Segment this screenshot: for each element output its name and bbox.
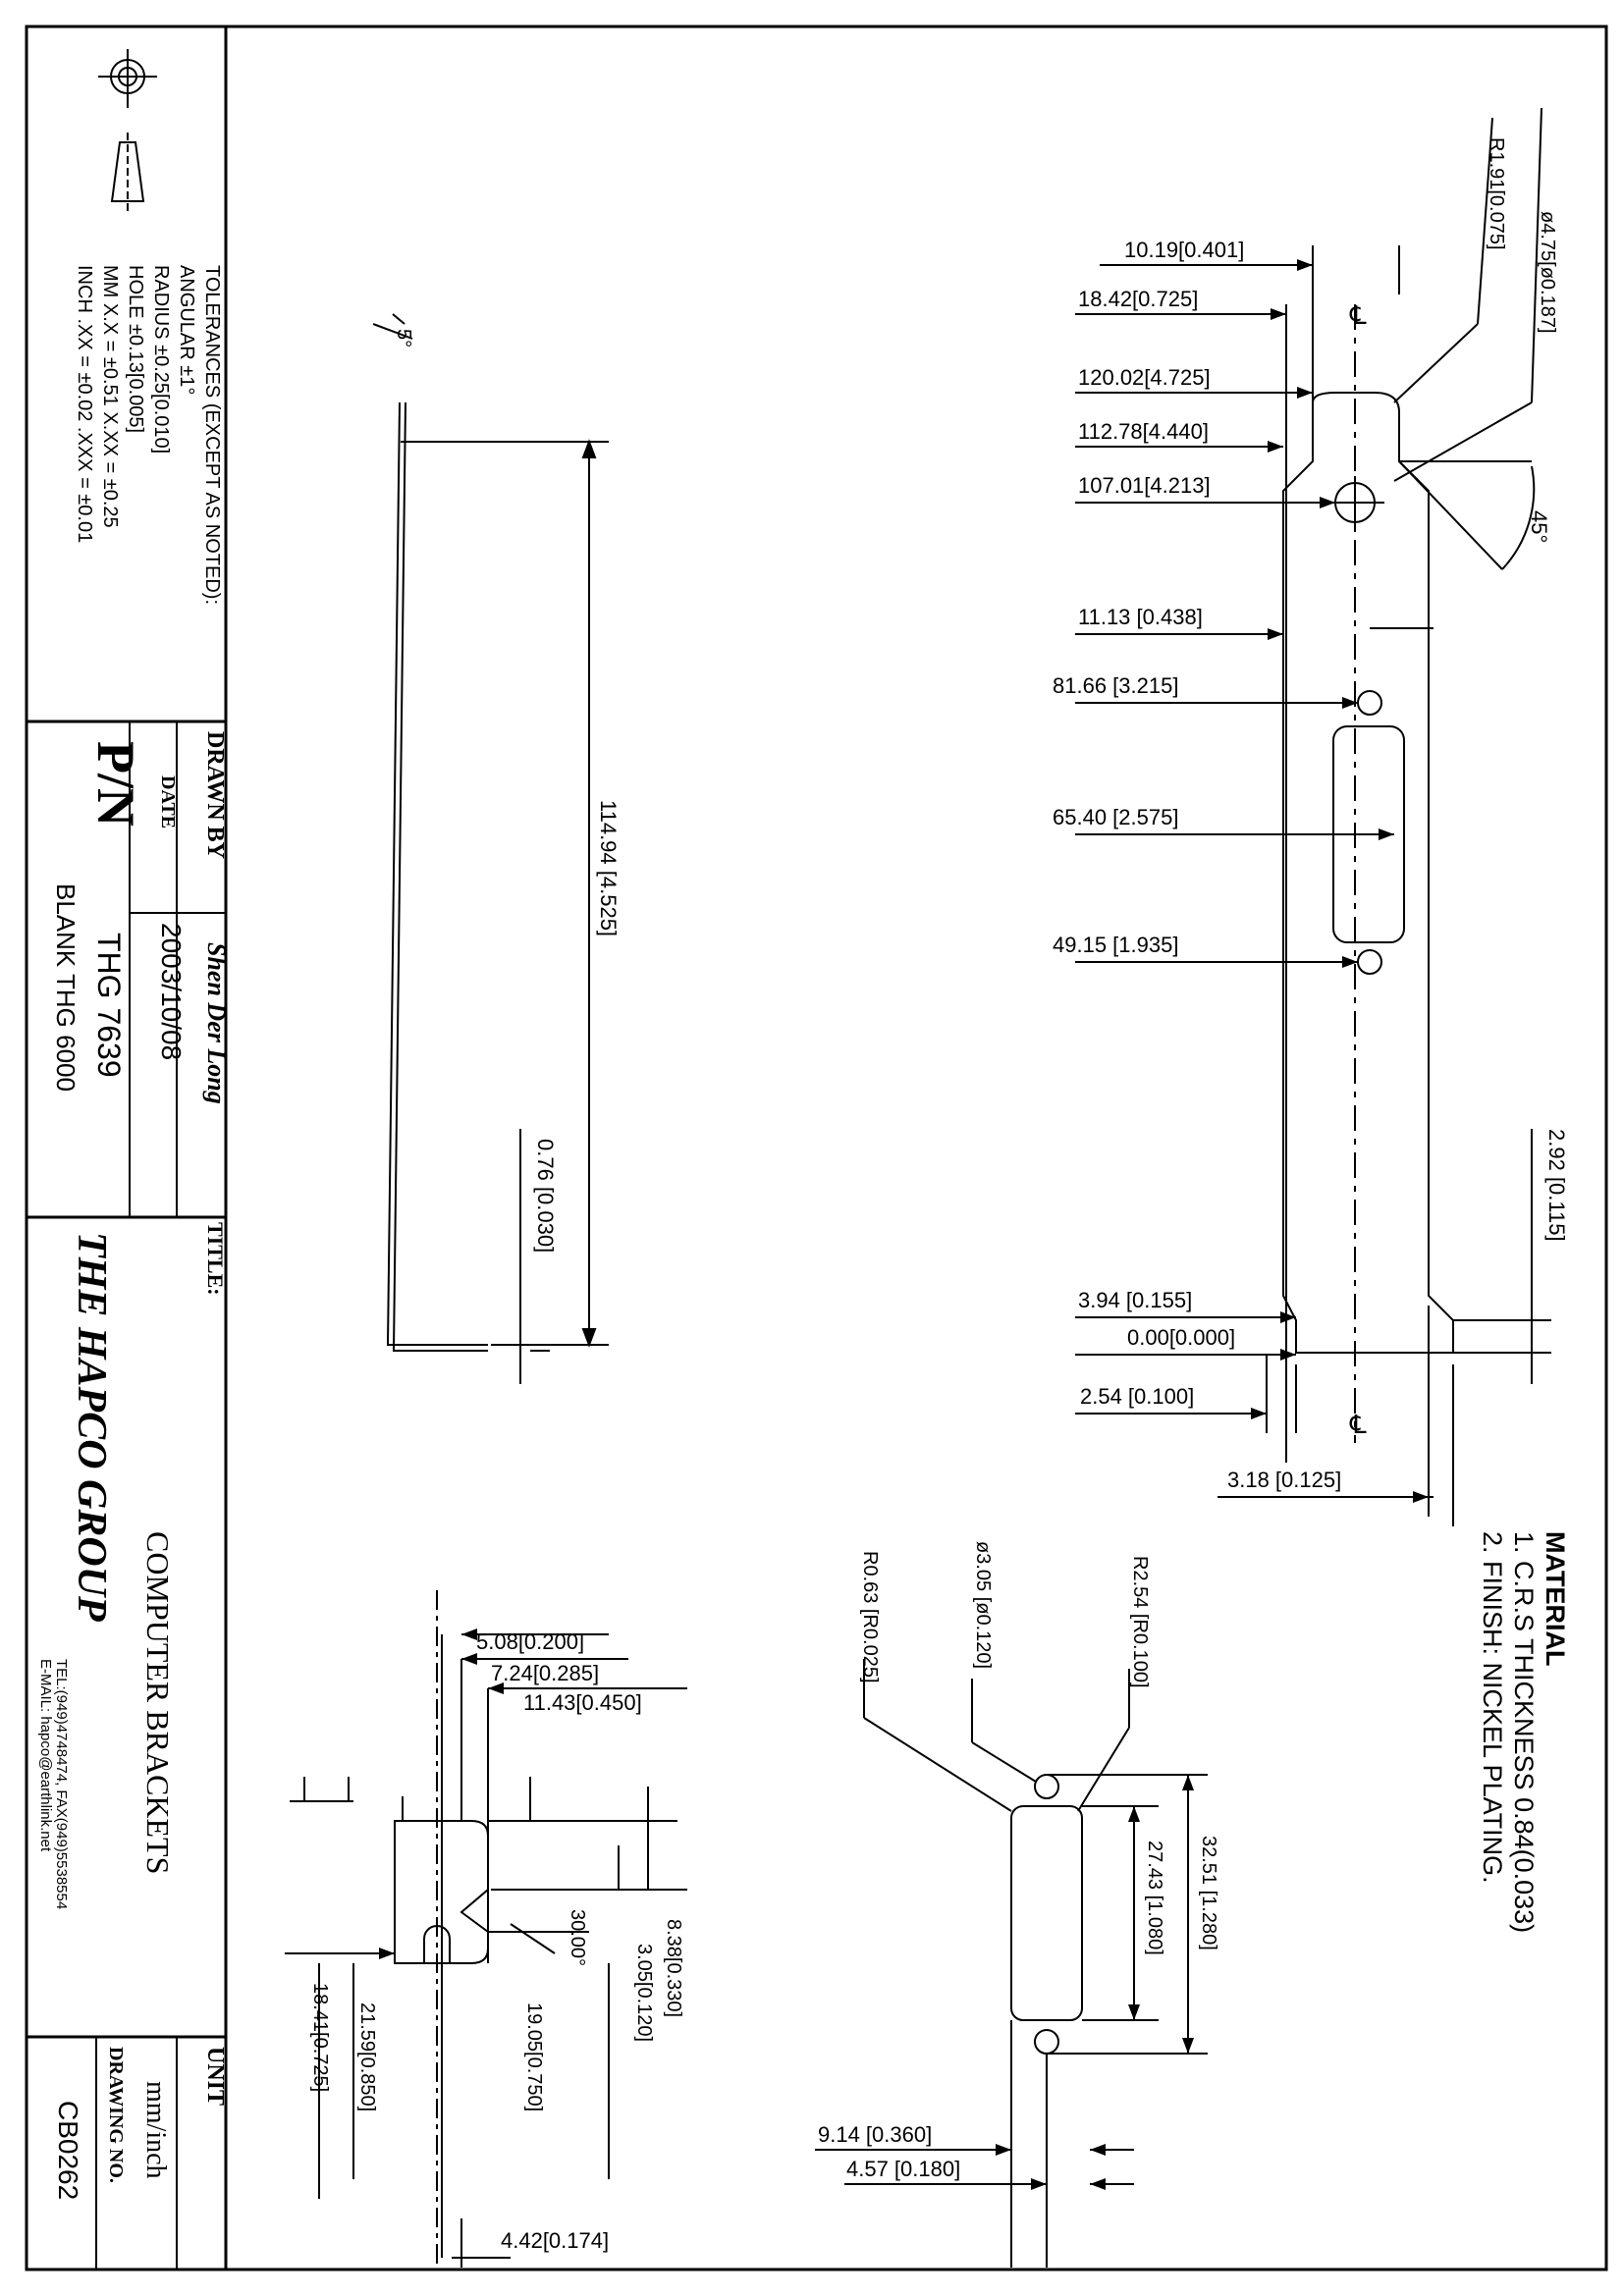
company-contact: TEL:(949)4748474, FAX(949)5538554: [53, 1659, 70, 1909]
projection-symbol-icon: [98, 49, 157, 211]
pn-row: P/N THG 7639: [86, 741, 145, 1078]
blank-row: BLANK THG 6000: [51, 883, 81, 1092]
material-note-2: 2. FINISH: NICKEL PLATING.: [1478, 1531, 1507, 1884]
detail-top-dim-1: 5.08[0.200]: [476, 1629, 584, 1654]
company-email: E-MAIL: hapco@earthlink.net: [37, 1659, 54, 1852]
tolerance-line-2: RADIUS ±0.25[0.010]: [150, 265, 172, 454]
drawn-by-label: DRAWN BY: [202, 731, 228, 859]
dim-18-42: 18.42[0.725]: [1078, 287, 1198, 311]
detail-view-arrows: [379, 1629, 504, 1959]
dim-120-02: 120.02[4.725]: [1078, 365, 1211, 390]
slot-right-dim-1: 27.43 [1.080]: [1144, 1841, 1165, 1955]
pn-value: THG 7639: [91, 933, 127, 1078]
material-note-1: 1. C.R.S THICKNESS 0.84(0.033): [1509, 1531, 1539, 1933]
tolerance-line-4: MM X.X = ±0.51 X.XX = ±0.25: [99, 265, 121, 528]
unit-value: mm/inch: [140, 2081, 171, 2179]
company-row: THE HAPCO GROUP: [69, 1232, 114, 1622]
detail-bottom-dim-4: 4.42[0.174]: [501, 2228, 609, 2253]
dim-81-66: 81.66 [3.215]: [1053, 673, 1178, 698]
slot-right-dim-2: 32.51 [1.280]: [1198, 1836, 1219, 1950]
detail-top-dim-3: 11.43[0.450]: [523, 1690, 642, 1715]
title-row: TITLE:: [203, 1222, 228, 1296]
title-label: TITLE:: [203, 1222, 228, 1296]
dim-2-54: 2.54 [0.100]: [1080, 1384, 1194, 1409]
pn-label: P/N: [86, 741, 145, 827]
detail-bottom-dim-1: 18.41[0.725]: [309, 1983, 331, 2092]
dim-0-00: 0.00[0.000]: [1127, 1325, 1235, 1350]
tolerance-block: TOLERANCES (EXCEPT AS NOTED): ANGULAR ±1…: [74, 265, 223, 605]
detail-side-dim-2: 3.05[0.120]: [633, 1944, 655, 2042]
drawing-no-value: CB0262: [53, 2101, 83, 2200]
drawn-by-value: Shen Der Long: [202, 942, 231, 1104]
top-diameter-label: ø4.75[ø0.187]: [1537, 211, 1558, 334]
svg-text:℄: ℄: [1349, 300, 1367, 330]
side-thickness-label: 0.76 [0.030]: [533, 1139, 558, 1253]
date-row: DATE 2003/10/08: [156, 775, 187, 1060]
slot-label-3: R2.54 [R0.100]: [1129, 1556, 1151, 1688]
unit-row: UNIT: [202, 2047, 228, 2106]
material-heading: MATERIAL: [1541, 1531, 1570, 1666]
contact-row: TEL:(949)4748474, FAX(949)5538554: [53, 1659, 70, 1909]
side-angle-label: 5°: [393, 329, 414, 347]
date-label: DATE: [157, 775, 179, 828]
top-radius-label: R1.91[0.075]: [1486, 137, 1507, 250]
dim-65-40: 65.40 [2.575]: [1053, 805, 1178, 829]
dim-3-18: 3.18 [0.125]: [1227, 1468, 1341, 1492]
detail-bottom-dim-2: 21.59[0.850]: [356, 2002, 378, 2111]
detail-side-dim-3: 30.00°: [567, 1909, 588, 1966]
top-view: ℄ ℄: [1075, 107, 1551, 1526]
slot-view: [815, 1659, 1208, 2268]
email-row: E-MAIL: hapco@earthlink.net: [37, 1659, 54, 1852]
side-length-label: 114.94 [4.525]: [596, 800, 621, 936]
dim-107-01: 107.01[4.213]: [1078, 473, 1211, 498]
blank-value: BLANK THG 6000: [51, 883, 81, 1092]
dim-3-94: 3.94 [0.155]: [1078, 1288, 1192, 1312]
date-value: 2003/10/08: [156, 923, 187, 1060]
slot-view-arrows: [996, 1775, 1194, 2190]
slot-bottom-dim-1: 9.14 [0.360]: [818, 2122, 932, 2147]
dim-10-19: 10.19[0.401]: [1124, 238, 1244, 262]
detail-side-dim-1: 8.38[0.330]: [663, 1919, 684, 2017]
top-angle-label: 45°: [1527, 510, 1551, 543]
material-notes: MATERIAL 1. C.R.S THICKNESS 0.84(0.033) …: [1478, 1531, 1570, 1933]
tolerance-line-3: HOLE ±0.13[0.005]: [125, 265, 146, 433]
slot-bottom-dim-2: 4.57 [0.180]: [846, 2157, 960, 2181]
top-view-arrows: [1251, 259, 1429, 1503]
drawing-no-value-row: CB0262: [53, 2101, 83, 2200]
drawing-no-label: DRAWING NO.: [105, 2047, 127, 2183]
svg-text:℄: ℄: [1349, 1410, 1367, 1439]
title-value: COMPUTER BRACKETS: [140, 1531, 176, 1874]
dim-49-15: 49.15 [1.935]: [1053, 933, 1178, 957]
tolerance-heading: TOLERANCES (EXCEPT AS NOTED):: [201, 265, 223, 605]
unit-value-row: mm/inch: [140, 2081, 171, 2179]
top-right-dim-label: 2.92 [0.115]: [1544, 1129, 1569, 1242]
tolerance-line-5: INCH .XX = ±0.02 .XXX = ±0.01: [74, 265, 95, 543]
dim-11-13: 11.13 [0.438]: [1078, 605, 1203, 629]
title-value-row: COMPUTER BRACKETS: [140, 1531, 176, 1874]
unit-label: UNIT: [202, 2047, 228, 2106]
dim-112-78: 112.78[4.440]: [1078, 419, 1209, 444]
drawing-no-row: DRAWING NO.: [105, 2047, 127, 2183]
detail-view: [285, 1590, 687, 2268]
slot-label-1: R0.63 [R0.025]: [859, 1551, 881, 1683]
detail-bottom-dim-3: 19.05[0.750]: [523, 2002, 545, 2111]
side-view: [372, 313, 609, 1384]
tolerance-line-1: ANGULAR ±1°: [176, 265, 197, 395]
drawn-by-row: DRAWN BY Shen Der Long: [202, 731, 231, 1104]
slot-label-2: ø3.05 [ø0.120]: [972, 1541, 994, 1669]
detail-top-dim-2: 7.24[0.285]: [491, 1661, 599, 1685]
company-name: THE HAPCO GROUP: [69, 1232, 114, 1622]
sheet-border: [25, 25, 1608, 2271]
